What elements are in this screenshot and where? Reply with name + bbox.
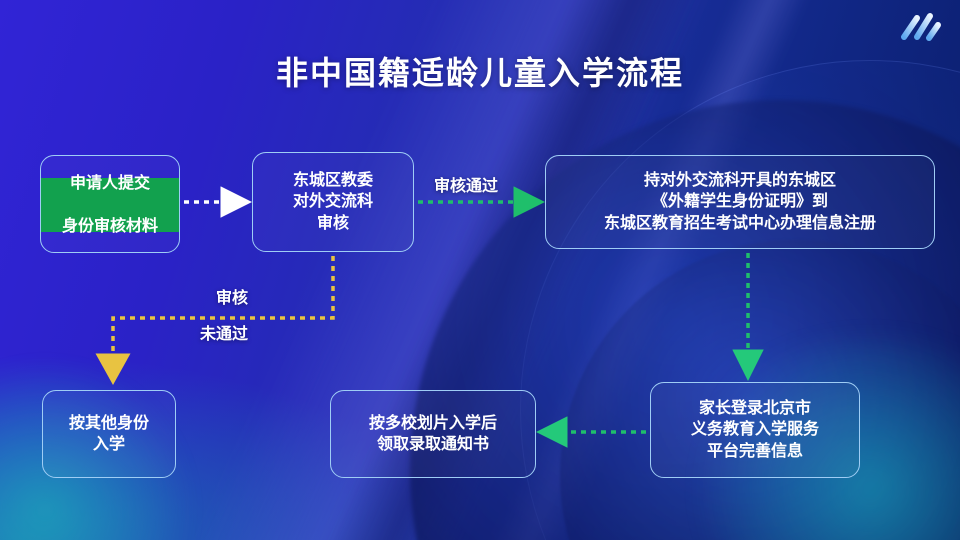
- node-platform-line-3: 平台完善信息: [706, 442, 803, 460]
- node-review-line-3: 审核: [316, 214, 349, 232]
- node-review-line-1: 东城区教委: [292, 172, 373, 190]
- node-platform-line-2: 义务教育入学服务: [690, 421, 819, 439]
- node-register-line-1: 持对外交流科开具的东城区: [643, 172, 836, 190]
- node-review-line-2: 对外交流科: [292, 193, 373, 211]
- node-apply-line-1: 申请人提交: [69, 175, 150, 193]
- node-register-line-2: 《外籍学生身份证明》到: [651, 193, 828, 211]
- node-dongcheng-education-review[interactable]: 东城区教委 对外交流科 审核: [252, 152, 414, 252]
- node-notice-line-1: 按多校划片入学后: [368, 414, 497, 432]
- page-title: 非中国籍适龄儿童入学流程: [275, 55, 684, 91]
- node-parent-login-platform[interactable]: 家长登录北京市 义务教育入学服务 平台完善信息: [650, 382, 860, 478]
- node-other-line-2: 入学: [92, 436, 125, 453]
- node-submit-identity-materials[interactable]: 申请人提交 身份审核材料: [40, 155, 180, 253]
- node-other-line-1: 按其他身份: [68, 414, 149, 432]
- edge-label-not-passed: 未通过: [200, 326, 249, 343]
- node-information-registration[interactable]: 持对外交流科开具的东城区 《外籍学生身份证明》到 东城区教育招生考试中心办理信息…: [545, 155, 935, 249]
- brand-slashes-logo: [901, 13, 941, 41]
- edge-review-to-other: [95, 256, 335, 385]
- node-collect-admission-notice[interactable]: 按多校划片入学后 领取录取通知书: [330, 390, 536, 478]
- edge-label-review: 审核: [216, 290, 249, 307]
- node-apply-line-2: 身份审核材料: [61, 217, 158, 235]
- edge-label-review-passed: 审核通过: [434, 178, 499, 195]
- node-notice-line-2: 领取录取通知书: [376, 436, 489, 453]
- node-highlight-band: 申请人提交 身份审核材料: [41, 175, 179, 235]
- node-platform-line-1: 家长登录北京市: [698, 400, 811, 418]
- node-register-line-3: 东城区教育招生考试中心办理信息注册: [603, 214, 876, 232]
- node-enroll-other-identity[interactable]: 按其他身份 入学: [42, 390, 176, 478]
